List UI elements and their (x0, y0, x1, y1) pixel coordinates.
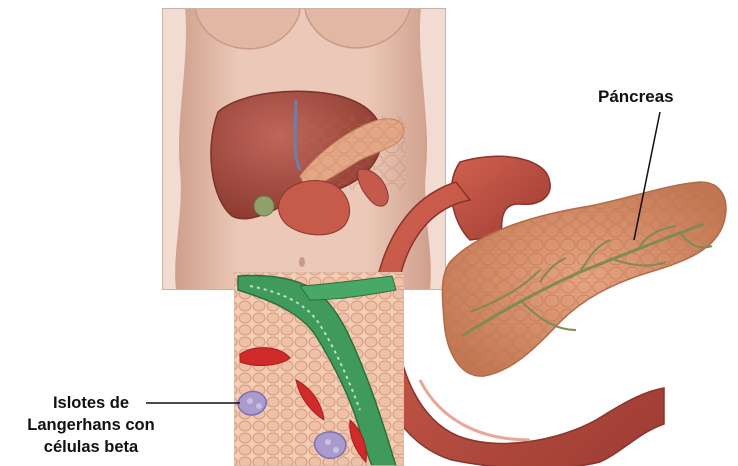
pancreas-label: Páncreas (598, 86, 674, 107)
islets-label-line-3: células beta (6, 436, 176, 458)
large-pancreas-illustration (372, 156, 730, 466)
islets-label-line-1: Islotes de (6, 392, 176, 414)
islets-label-line-2: Langerhans con (6, 414, 176, 436)
islet-microscopy-inset (234, 272, 404, 466)
islets-label: Islotes de Langerhans con células beta (6, 392, 176, 458)
